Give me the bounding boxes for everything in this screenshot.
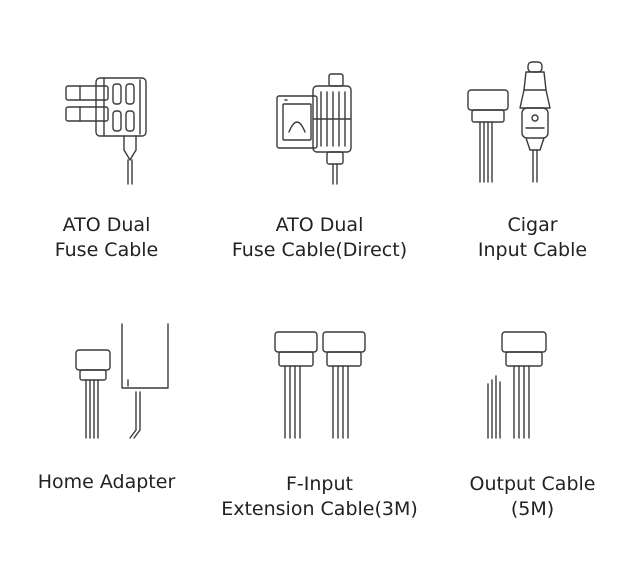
caption-line: ATO Dual bbox=[62, 214, 151, 236]
caption-line: Input Cable bbox=[477, 239, 588, 261]
caption-line: F-Input bbox=[286, 473, 353, 495]
caption: ATO Dual Fuse Cable(Direct) bbox=[213, 213, 426, 263]
caption: Home Adapter bbox=[0, 470, 213, 495]
caption: F-Input Extension Cable(3M) bbox=[213, 472, 426, 522]
ato-dual-fuse-cable-direct-icon bbox=[213, 0, 426, 200]
caption-line: Home Adapter bbox=[37, 471, 176, 493]
caption-line: Extension Cable(3M) bbox=[221, 498, 418, 520]
caption-line: Fuse Cable(Direct) bbox=[231, 239, 408, 261]
cigar-input-cable-icon bbox=[426, 0, 639, 200]
caption: ATO Dual Fuse Cable bbox=[0, 213, 213, 263]
f-input-extension-cable-icon bbox=[213, 0, 426, 440]
home-adapter-icon bbox=[0, 0, 213, 440]
caption-line: (5M) bbox=[510, 498, 555, 520]
caption: Cigar Input Cable bbox=[426, 213, 639, 263]
ato-dual-fuse-cable-icon bbox=[0, 0, 213, 200]
output-cable-icon bbox=[426, 0, 639, 440]
caption-line: Cigar bbox=[507, 214, 558, 236]
caption-line: ATO Dual bbox=[275, 214, 364, 236]
caption-line: Output Cable bbox=[469, 473, 596, 495]
caption: Output Cable (5M) bbox=[426, 472, 639, 522]
caption-line: Fuse Cable bbox=[54, 239, 159, 261]
